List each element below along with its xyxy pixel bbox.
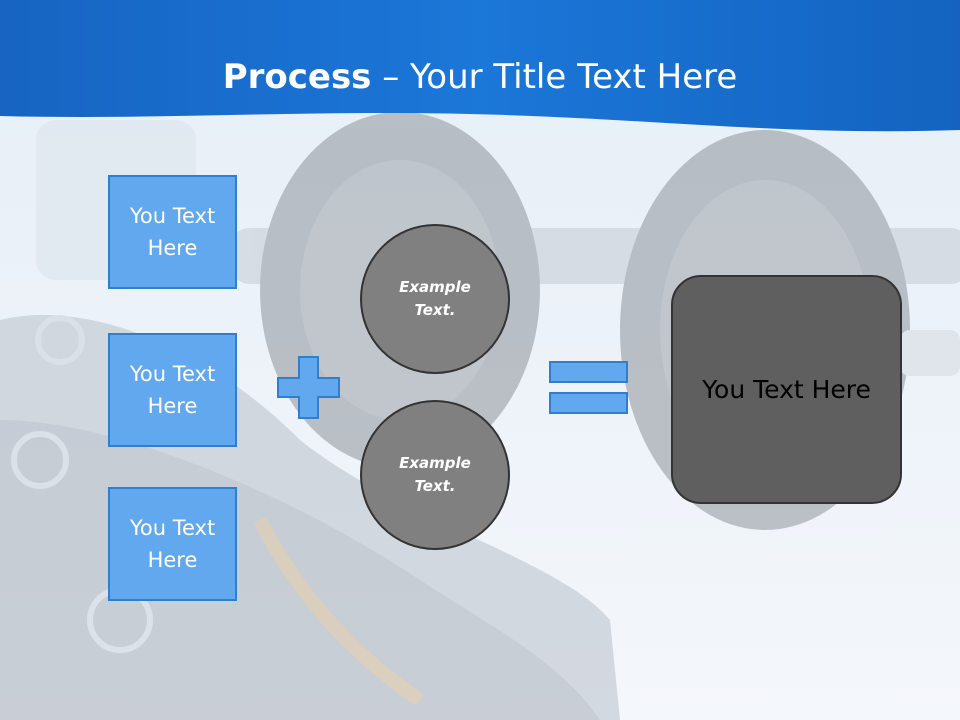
text-box-1-label: You Text Here (129, 204, 216, 260)
plus-icon (277, 356, 340, 419)
text-box-3-label: You Text Here (129, 516, 216, 572)
example-circle-2-label: Example Text. (399, 454, 471, 495)
example-circle-1: Example Text. (360, 224, 510, 374)
text-box-3: You Text Here (108, 487, 237, 601)
example-circle-2: Example Text. (360, 400, 510, 550)
result-box: You Text Here (671, 275, 902, 504)
title-bold: Process (222, 57, 372, 97)
text-box-1: You Text Here (108, 175, 237, 289)
text-box-2: You Text Here (108, 333, 237, 447)
text-box-2-label: You Text Here (129, 362, 216, 418)
header-wave (0, 0, 960, 132)
example-circle-1-label: Example Text. (399, 278, 471, 319)
equals-icon (549, 361, 628, 414)
title-rest: – Your Title Text Here (371, 57, 738, 97)
result-box-label: You Text Here (702, 375, 871, 404)
page-title: Process – Your Title Text Here (0, 52, 960, 102)
